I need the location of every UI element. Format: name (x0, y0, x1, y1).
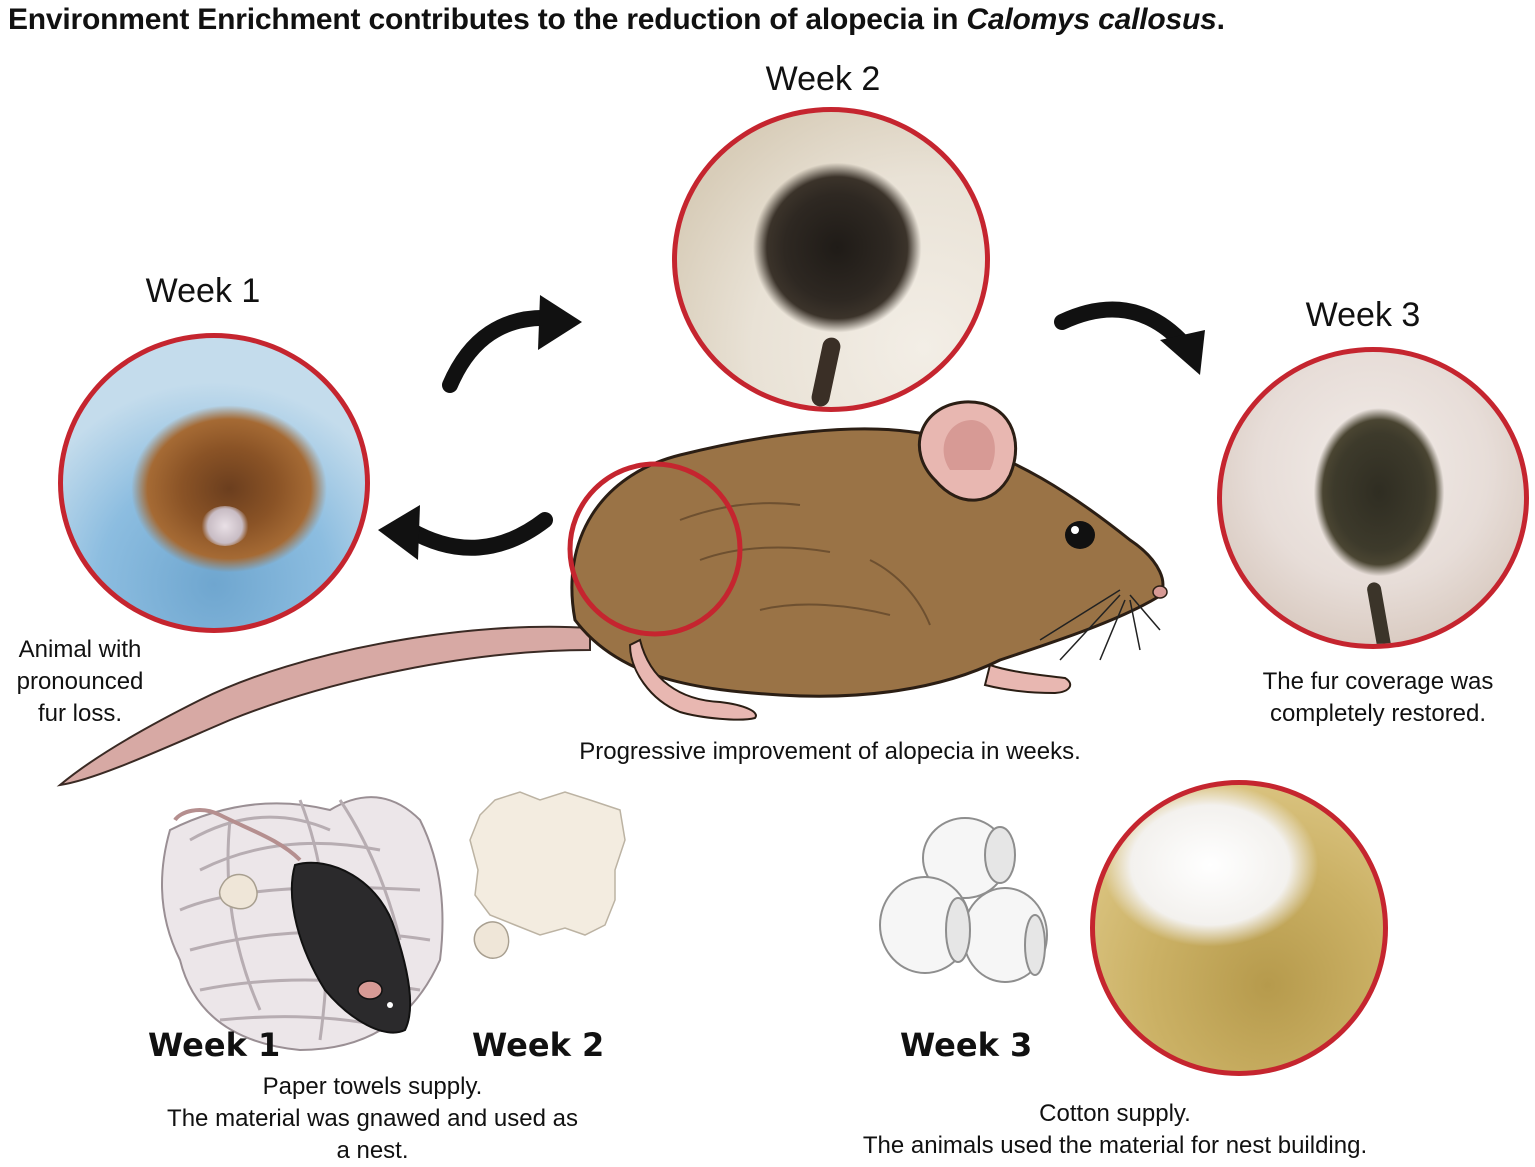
week1-caption-line2: pronounced (16, 668, 144, 695)
week2-photo (672, 107, 990, 412)
cotton-balls-illustration (879, 817, 1048, 983)
week1-label: Week 1 (145, 272, 261, 310)
cotton-nest-photo (1090, 780, 1388, 1076)
week2-label: Week 2 (765, 60, 881, 98)
alopecia-highlight-circle (567, 461, 743, 637)
week3-photo (1217, 347, 1529, 649)
arrow-to-week2-icon (442, 295, 582, 393)
center-caption: Progressive improvement of alopecia in w… (579, 738, 1081, 765)
mouse-tail (56, 625, 591, 787)
arrow-to-week1-icon (378, 505, 553, 560)
paper-week2-label: Week 2 (472, 1026, 605, 1064)
week3-label: Week 3 (1305, 296, 1421, 334)
paper-towel-sheet-illustration (469, 791, 626, 959)
week1-photo (58, 333, 370, 633)
paper-caption-line1: Paper towels supply. (262, 1073, 483, 1100)
week1-caption: Animal with pronounced fur loss. (0, 634, 160, 730)
week1-caption-line1: Animal with (18, 636, 142, 663)
paper-caption: Paper towels supply. The material was gn… (100, 1071, 645, 1167)
title-main: Environment Enrichment contributes to th… (8, 3, 967, 36)
week3-caption-line2: completely restored. (1269, 700, 1487, 727)
cotton-caption: Cotton supply. The animals used the mate… (810, 1098, 1420, 1162)
paper-week1-label: Week 1 (148, 1026, 281, 1064)
title-species: Calomys callosus (966, 3, 1217, 36)
cotton-caption-line2: The animals used the material for nest b… (862, 1132, 1368, 1159)
week1-caption-line3: fur loss. (37, 700, 123, 727)
title-end: . (1216, 3, 1225, 36)
mouse-illustration (570, 400, 1168, 721)
paper-nest-illustration (161, 796, 444, 1052)
arrow-to-week3-icon (1054, 301, 1205, 375)
figure-title: Environment Enrichment contributes to th… (8, 3, 1533, 37)
cotton-week3-label: Week 3 (900, 1026, 1033, 1064)
week3-caption-line1: The fur coverage was (1262, 668, 1494, 695)
cotton-caption-line1: Cotton supply. (1039, 1100, 1191, 1127)
week3-caption: The fur coverage was completely restored… (1228, 666, 1528, 730)
fur-loss-patch (201, 506, 249, 546)
paper-caption-line2: The material was gnawed and used as (167, 1105, 578, 1132)
paper-caption-line3: a nest. (336, 1137, 409, 1164)
